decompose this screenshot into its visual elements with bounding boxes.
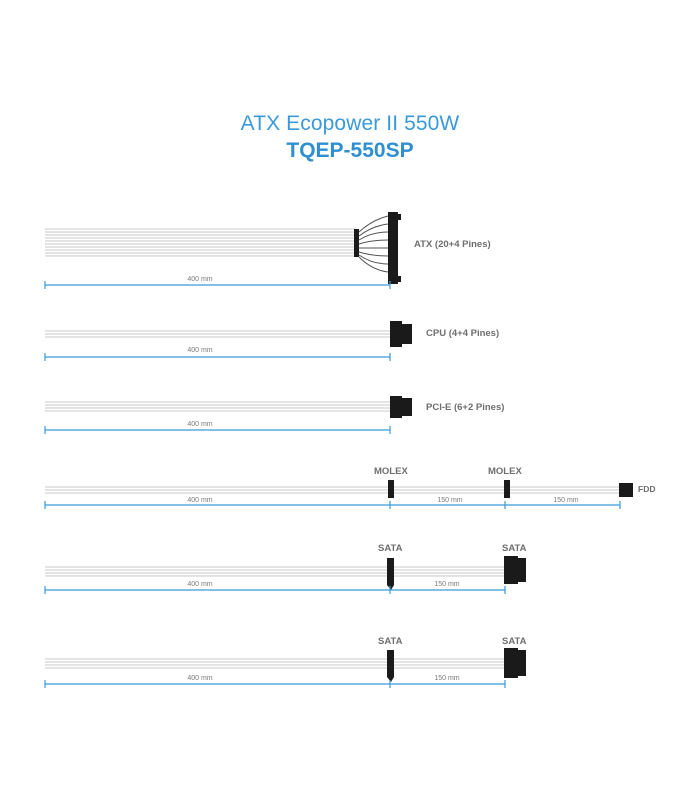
sata1-length-1: 400 mm xyxy=(187,581,213,588)
sata2-label-1: SATA xyxy=(378,636,403,647)
molex-cable xyxy=(45,480,633,498)
sata2-label-2: SATA xyxy=(502,636,527,647)
sata1-length-2: 150 mm xyxy=(434,581,460,588)
molex-length-3: 150 mm xyxy=(553,497,579,504)
product-title: ATX Ecopower II 550W xyxy=(240,112,460,135)
pcie-length: 400 mm xyxy=(187,421,213,428)
sata2-length-2: 150 mm xyxy=(434,675,460,682)
pcie-connector xyxy=(390,396,402,418)
cpu-label: CPU (4+4 Pines) xyxy=(426,328,500,339)
cpu-cable xyxy=(45,321,412,347)
sata2-connector-1 xyxy=(387,650,394,682)
cpu-connector xyxy=(390,321,402,347)
atx-label: ATX (20+4 Pines) xyxy=(414,239,491,250)
pcie-cable xyxy=(45,396,412,418)
atx-sleeve-clip xyxy=(354,229,359,257)
molex-length-2: 150 mm xyxy=(437,497,463,504)
sata2-cable xyxy=(45,648,526,682)
atx-fanout-wires xyxy=(358,215,389,273)
pcie-label: PCI-E (6+2 Pines) xyxy=(426,402,505,413)
atx-cable xyxy=(45,212,401,284)
molex-connector-1 xyxy=(388,480,394,498)
product-model: TQEP-550SP xyxy=(286,139,414,162)
molex-label-2: MOLEX xyxy=(488,466,522,477)
atx-connector xyxy=(388,212,398,284)
molex-length-1: 400 mm xyxy=(187,497,213,504)
atx-wire-bundle xyxy=(45,228,355,257)
dimension-lines xyxy=(44,281,621,688)
molex-label-1: MOLEX xyxy=(374,466,408,477)
fdd-label: FDD xyxy=(638,484,656,494)
sata2-connector-2 xyxy=(504,648,518,678)
molex-connector-2 xyxy=(504,480,510,498)
sata1-label-1: SATA xyxy=(378,543,403,554)
cpu-length: 400 mm xyxy=(187,347,213,354)
sata1-label-2: SATA xyxy=(502,543,527,554)
sata1-connector-1 xyxy=(387,558,394,590)
atx-length: 400 mm xyxy=(187,276,213,283)
sata1-cable xyxy=(45,556,526,590)
sata2-length-1: 400 mm xyxy=(187,675,213,682)
sata1-connector-2 xyxy=(504,556,518,584)
fdd-connector xyxy=(619,483,633,497)
